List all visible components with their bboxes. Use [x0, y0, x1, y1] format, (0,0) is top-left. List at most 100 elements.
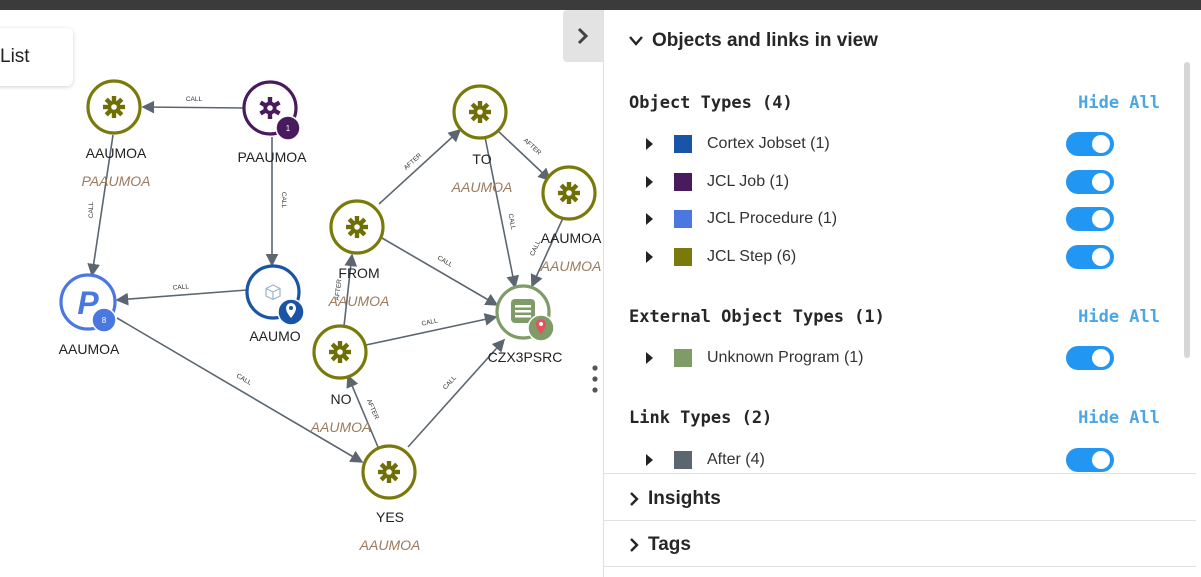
color-swatch	[674, 135, 692, 153]
edge-call[interactable]	[115, 289, 248, 306]
top-bar	[0, 0, 1201, 10]
edge-call[interactable]	[365, 313, 498, 346]
collapse-panel-button[interactable]	[563, 10, 603, 62]
node-label: AAUMOA	[59, 341, 120, 357]
object-type-row: JCL Procedure (1)	[642, 206, 1162, 232]
side-panel: Objects and links in view Object Types (…	[603, 10, 1201, 577]
node-sublabel: AAUMOA	[359, 537, 421, 553]
node-step[interactable]	[452, 84, 508, 140]
tags-title: Tags	[648, 534, 691, 555]
edge-label: CALL	[442, 374, 458, 391]
edge-call[interactable]	[407, 338, 506, 448]
edge-after[interactable]	[343, 253, 358, 327]
node-label: AAUMOA	[86, 145, 147, 161]
node-step[interactable]	[86, 79, 142, 135]
node-label: FROM	[338, 265, 379, 281]
node-sublabel: AAUMOA	[451, 179, 513, 195]
object-types-title: Object Types (4)	[629, 93, 793, 113]
list-button-label: List	[0, 46, 30, 67]
node-label: AAUMO	[249, 328, 300, 344]
node-label: AAUMOA	[541, 230, 602, 246]
edge-call[interactable]	[116, 317, 364, 463]
divider	[604, 473, 1196, 474]
external-type-label: Unknown Program (1)	[707, 349, 864, 366]
link-type-label: After (4)	[707, 451, 765, 468]
panel-scrollbar[interactable]	[1184, 62, 1190, 358]
node-step[interactable]	[329, 199, 385, 255]
node-step[interactable]	[312, 324, 368, 380]
node-badge: 8	[102, 316, 107, 325]
edge-call[interactable]	[530, 217, 564, 288]
map-pin-icon	[536, 319, 546, 334]
node-procedure[interactable]: P 8	[59, 273, 117, 333]
edge-label: CALL	[280, 192, 287, 209]
object-types-hide-all[interactable]: Hide All	[1078, 93, 1160, 113]
edge-label: CALL	[436, 255, 454, 269]
edge-label: AFTER	[403, 152, 424, 172]
list-button[interactable]: List	[0, 28, 73, 86]
node-job[interactable]: 1	[242, 80, 301, 141]
edge-call[interactable]	[381, 237, 499, 306]
node-label: YES	[376, 509, 404, 525]
expand-caret-icon[interactable]	[646, 454, 653, 466]
edge-after[interactable]	[496, 129, 552, 182]
node-sublabel: AAUMOA	[540, 258, 602, 274]
external-type-row: Unknown Program (1)	[642, 345, 1162, 371]
edge-call[interactable]	[87, 134, 114, 277]
procedure-icon: P	[77, 285, 99, 321]
toggle-switch[interactable]	[1066, 132, 1114, 156]
toggle-switch[interactable]	[1066, 245, 1114, 269]
node-label: NO	[331, 391, 352, 407]
insights-header[interactable]: Insights	[628, 488, 721, 510]
expand-caret-icon[interactable]	[646, 213, 653, 225]
edge-call[interactable]	[141, 100, 246, 114]
link-types-hide-all[interactable]: Hide All	[1078, 408, 1160, 428]
edge-label: AFTER	[334, 279, 344, 301]
object-type-row: JCL Step (6)	[642, 244, 1162, 270]
tags-header[interactable]: Tags	[628, 534, 691, 556]
edge-label: CALL	[88, 201, 95, 218]
graph-svg[interactable]: CALL CALL CALL CALL AFTER AFTER CALL CAL…	[0, 10, 603, 577]
object-type-label: JCL Procedure (1)	[707, 210, 838, 227]
color-swatch	[674, 349, 692, 367]
expand-caret-icon[interactable]	[646, 251, 653, 263]
toggle-switch[interactable]	[1066, 448, 1114, 472]
edge-after[interactable]	[346, 374, 379, 448]
edge-after[interactable]	[378, 128, 462, 205]
node-label: PAAUMOA	[238, 149, 308, 165]
objects-links-header[interactable]: Objects and links in view	[628, 30, 878, 52]
node-sublabel: PAAUMOA	[82, 173, 151, 189]
color-swatch	[674, 248, 692, 266]
expand-caret-icon[interactable]	[646, 352, 653, 364]
toggle-switch[interactable]	[1066, 207, 1114, 231]
node-badge: 1	[286, 124, 291, 133]
chevron-right-icon	[630, 538, 639, 552]
cube-icon	[265, 284, 281, 301]
toggle-switch[interactable]	[1066, 346, 1114, 370]
link-types-title: Link Types (2)	[629, 408, 773, 428]
edge-call[interactable]	[484, 136, 520, 289]
chevron-right-icon	[577, 27, 589, 45]
node-step[interactable]	[361, 444, 417, 500]
node-sublabel: AAUMOA	[328, 293, 390, 309]
node-label: CZX3PSRC	[488, 349, 563, 365]
node-program[interactable]	[495, 284, 555, 342]
external-types-hide-all[interactable]: Hide All	[1078, 307, 1160, 327]
node-jobset[interactable]	[245, 264, 305, 326]
node-step[interactable]	[541, 165, 597, 221]
toggle-switch[interactable]	[1066, 170, 1114, 194]
map-pin-icon	[286, 303, 296, 318]
object-type-row: JCL Job (1)	[642, 169, 1162, 195]
edge-label: CALL	[506, 213, 516, 231]
insights-title: Insights	[648, 488, 721, 509]
link-type-row: After (4)	[642, 447, 1162, 473]
divider	[604, 566, 1196, 567]
external-types-title: External Object Types (1)	[629, 307, 885, 327]
object-type-row: Cortex Jobset (1)	[642, 131, 1162, 157]
expand-caret-icon[interactable]	[646, 138, 653, 150]
resize-handle-icon[interactable]	[591, 364, 599, 394]
color-swatch	[674, 210, 692, 228]
graph-canvas[interactable]: CALL CALL CALL CALL AFTER AFTER CALL CAL…	[0, 10, 603, 577]
expand-caret-icon[interactable]	[646, 176, 653, 188]
objects-links-title: Objects and links in view	[652, 30, 878, 51]
